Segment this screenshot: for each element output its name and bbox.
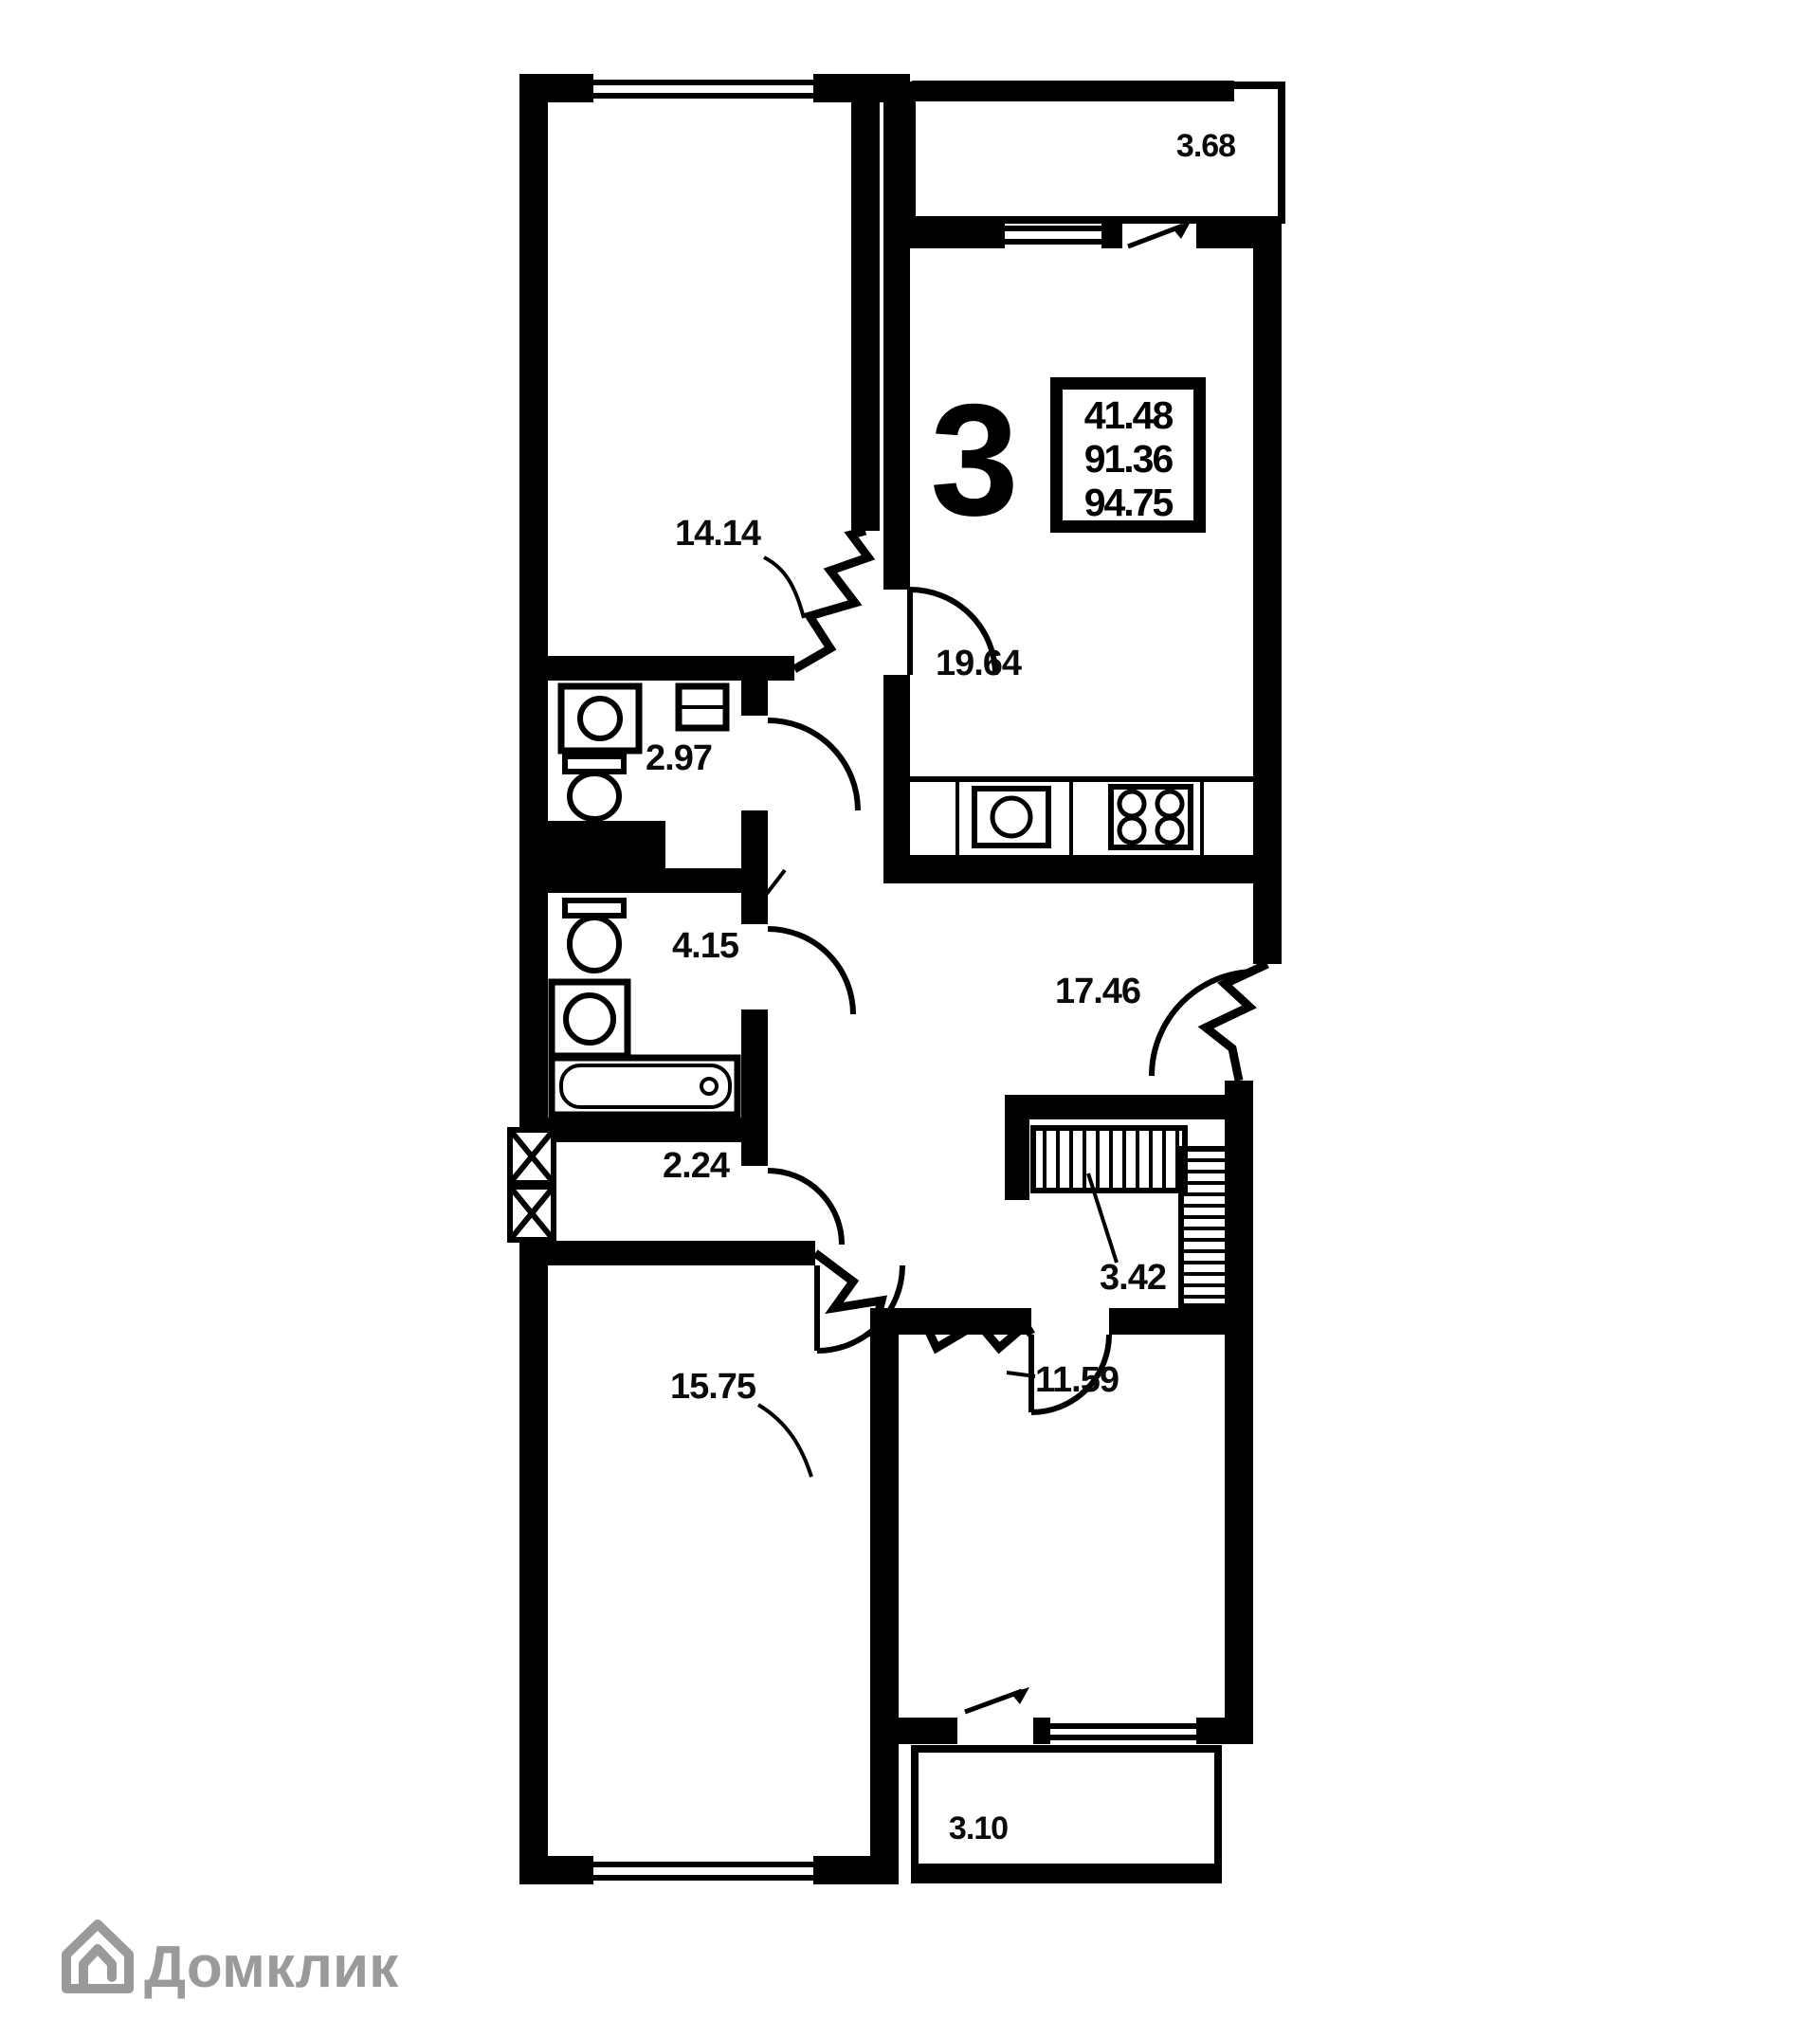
loggia-bottom-outline [911, 1745, 1222, 1883]
room-area-label-kitchen-living: 19.64 [936, 644, 1022, 683]
room-area-label-bottom-right: 11.59 [1035, 1360, 1119, 1400]
washing-machine-icon [548, 978, 631, 1060]
bathtub-icon [548, 1054, 741, 1119]
kitchen-sink-icon [972, 786, 1051, 848]
walls [519, 74, 1282, 1884]
balcony-door-arrow-bottom [964, 1687, 1029, 1715]
balcony-door-arrow-top [1127, 222, 1191, 249]
room-area-label-bathroom: 2.97 [646, 738, 712, 778]
door-arc-wc [767, 926, 856, 1015]
door-arcs [767, 587, 1257, 1415]
room-area-label-loggia-bottom: 3.10 [949, 1810, 1008, 1846]
wardrobe-hatched-block [1030, 1125, 1233, 1309]
room-area-label-storage: 2.24 [663, 1146, 730, 1186]
domclick-logo-text: Домклик [144, 1935, 399, 2000]
hall-torn-edges [792, 526, 1269, 1355]
room-area-label-loggia-top: 3.68 [1176, 128, 1235, 164]
stove-icon [1108, 784, 1193, 850]
toilet-icon [562, 754, 627, 822]
area-info-box: 41.48 91.36 94.75 [1050, 377, 1206, 533]
kitchen-counter [910, 776, 1253, 855]
toilet-icon-2 [562, 898, 627, 973]
label-leader-lines [751, 555, 1119, 1478]
windows [593, 74, 1196, 1884]
domclick-logo: Домклик [62, 1919, 399, 2000]
door-arc-room-bottom-right [1028, 1334, 1112, 1415]
shaft-x-boxes [507, 1127, 556, 1243]
door-arc-entry [1149, 969, 1257, 1077]
door-arc-bathroom [767, 718, 861, 811]
door-arc-kitchen [907, 587, 998, 676]
sink-icon [557, 682, 643, 755]
total-area-with-balcony-value: 94.75 [1084, 481, 1174, 524]
domclick-house-icon [62, 1919, 134, 1993]
door-arc-storage [767, 1168, 845, 1246]
door-arc-room-bottom-left [814, 1264, 905, 1354]
living-area-value: 41.48 [1084, 393, 1174, 437]
room-area-label-bottom-left: 15.75 [670, 1367, 756, 1407]
room-area-label-hallway: 17.46 [1055, 972, 1140, 1011]
towel-dryer-icon [675, 682, 730, 732]
ventilation-shaft-solid [548, 821, 665, 872]
room-area-label-closet: 3.42 [1100, 1258, 1166, 1298]
rooms-count: 3 [930, 371, 1018, 549]
room-area-label-wc: 4.15 [672, 926, 739, 966]
total-area-value: 91.36 [1084, 437, 1174, 481]
room-area-label-top-left: 14.14 [675, 514, 761, 554]
loggia-top-outline [908, 81, 1285, 224]
